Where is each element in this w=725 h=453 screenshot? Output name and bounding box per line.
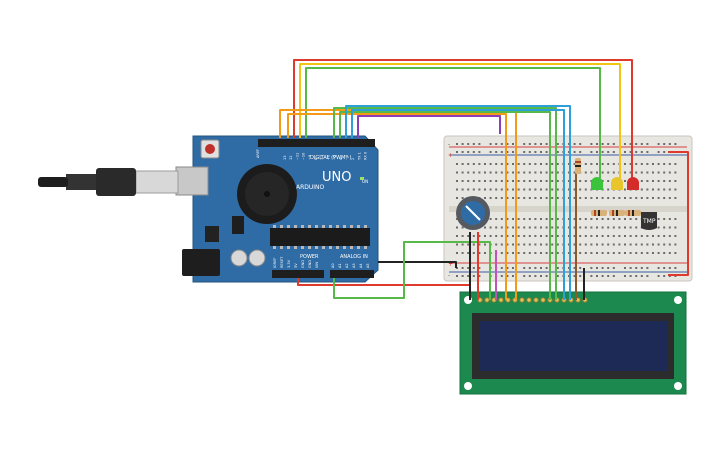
usb-jack (175, 166, 209, 196)
pin-label: A5 (366, 263, 370, 268)
breadboard-rail-mark: - (448, 272, 450, 279)
led-red[interactable] (627, 177, 639, 190)
lcd-pin[interactable] (540, 297, 546, 303)
lcd-pin[interactable] (498, 297, 504, 303)
pin-label: RESET (280, 256, 284, 268)
capacitor (248, 249, 266, 267)
wire-yellow[interactable] (299, 63, 621, 178)
pin-label: GND (308, 260, 312, 268)
on-led-label: ON (362, 179, 368, 184)
pin-label: ~5 (333, 155, 337, 160)
capacitor (230, 249, 248, 267)
breadboard-rail-mark: - (448, 141, 450, 148)
lcd-pin[interactable] (526, 297, 532, 303)
icsp-header (232, 216, 244, 234)
resistor[interactable] (609, 210, 625, 216)
pin-label: GND (301, 260, 305, 268)
wire-green[interactable] (305, 67, 601, 178)
pin-label: ~3 (345, 155, 349, 160)
resistor[interactable] (591, 210, 607, 216)
wire-blue[interactable] (345, 105, 571, 300)
pin-label: ~10 (302, 153, 306, 160)
pin-label: A3 (352, 263, 356, 268)
lcd-pin[interactable] (484, 297, 490, 303)
digital-header (258, 139, 375, 147)
pin-label: 5V (294, 263, 298, 268)
pin-label: 12 (289, 156, 293, 160)
resistor[interactable] (625, 210, 641, 216)
pin-label: 13 (283, 156, 287, 160)
pin-label: ~6 (326, 155, 330, 160)
pin-label: TX 1 (357, 152, 361, 161)
wire-purple[interactable] (357, 115, 501, 138)
pin-label: 8 (314, 158, 318, 160)
wire-green[interactable] (339, 111, 551, 300)
wire-orange[interactable] (287, 113, 507, 300)
pin-label: 3.3V (287, 259, 291, 268)
power-jack (182, 249, 220, 276)
pin-label: A4 (359, 263, 363, 268)
pin-label: A2 (345, 263, 349, 268)
led-yellow[interactable] (611, 177, 623, 190)
pin-label: VIN (315, 262, 319, 268)
pin-label: ~11 (295, 153, 299, 160)
pin-label: A1 (338, 263, 342, 268)
arduino-logo-text: ARDUINO (296, 184, 325, 191)
piezo-buzzer-icon[interactable] (237, 164, 297, 224)
wire-green[interactable] (333, 241, 491, 300)
digital-header-label: DIGITAL (PWM~) (310, 155, 352, 161)
lcd-16x2[interactable] (459, 291, 687, 395)
wire-green[interactable] (333, 107, 557, 300)
voltage-regulator (205, 226, 219, 242)
aref-label: AREF (256, 149, 260, 158)
power-header (272, 270, 324, 278)
atmega-chip (270, 228, 370, 246)
pin-label: IOREF (273, 258, 277, 268)
breadboard-rail-mark: + (448, 261, 453, 268)
pin-label: 2 (351, 158, 355, 160)
lcd-pin[interactable] (533, 297, 539, 303)
potentiometer-icon[interactable] (456, 196, 490, 230)
resistor[interactable] (575, 158, 581, 174)
wire-red[interactable] (293, 59, 633, 178)
analog-header-label: ANALOG IN (340, 254, 368, 260)
breadboard-rail-mark: + (448, 152, 453, 159)
breadboard-holes (456, 143, 677, 277)
temperature-sensor[interactable]: TMP (641, 212, 657, 230)
pin-label: A0 (331, 263, 335, 268)
lcd-screen (479, 321, 667, 371)
usb-cable-icon[interactable] (38, 168, 179, 196)
led-green[interactable] (591, 177, 603, 190)
analog-header (330, 270, 374, 278)
wire-blue[interactable] (351, 109, 565, 300)
wire-red[interactable] (668, 151, 689, 276)
lcd-pin[interactable] (519, 297, 525, 303)
power-header-label: POWER (300, 254, 319, 260)
pin-label: 4 (339, 157, 343, 160)
tmp-label: TMP (642, 218, 656, 225)
on-led (360, 177, 364, 180)
pin-label: RX 0 (364, 152, 368, 160)
pin-label: 7 (320, 158, 324, 160)
pin-label: ~9 (308, 155, 312, 160)
wires (279, 59, 689, 300)
uno-brand-label: UNO (322, 170, 351, 185)
